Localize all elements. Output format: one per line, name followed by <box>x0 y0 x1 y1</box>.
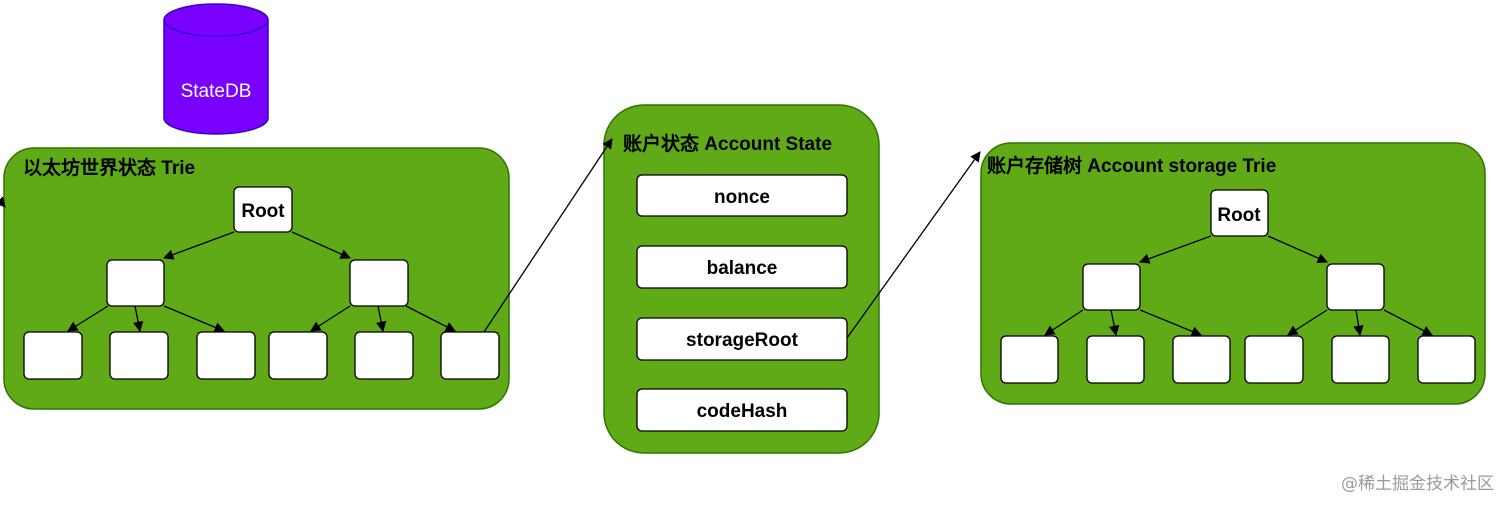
world-leaf-node <box>196 331 256 380</box>
world-leaf-node <box>440 331 500 380</box>
field-label-codehash: codeHash <box>697 401 788 422</box>
arrow-leaf-to-account-state <box>483 138 613 333</box>
storage-leaf-node <box>1244 335 1304 384</box>
watermark-text: @稀土掘金技术社区 <box>1341 474 1494 494</box>
field-label-storageroot: storageRoot <box>686 330 799 351</box>
world-leaf-node <box>268 331 328 380</box>
storage-leaf-node <box>1331 335 1390 384</box>
incoming-arrow <box>0 196 6 208</box>
edge-left-to-leaf-3 <box>1139 309 1202 337</box>
edge-right-to-leaf-5 <box>376 305 387 333</box>
world-state-panel: 以太坊世界状态 Trie Root <box>3 147 510 410</box>
storage-branch-node-right <box>1326 263 1385 311</box>
account-state-panel: 账户状态 Account State nonce balance storage… <box>603 104 880 454</box>
edge-left-to-leaf-1 <box>1044 309 1084 336</box>
world-root-label: Root <box>241 201 285 222</box>
edge-right-to-leaf-6 <box>405 305 456 332</box>
edge-right-to-leaf-5 <box>1353 309 1364 337</box>
statedb-label: StateDB <box>181 81 252 102</box>
edge-left-to-leaf-2 <box>1109 309 1120 337</box>
edge-right-to-leaf-4 <box>310 305 351 332</box>
storage-root-node <box>1210 189 1269 237</box>
world-leaf-node <box>23 331 83 380</box>
edge-left-to-leaf-3 <box>163 305 225 333</box>
world-branch-node-right <box>349 259 409 307</box>
world-state-edges <box>67 231 456 333</box>
edge-right-to-leaf-6 <box>1383 309 1433 336</box>
account-state-title: 账户状态 Account State <box>623 132 832 155</box>
field-box-codehash <box>636 388 848 432</box>
field-label-nonce: nonce <box>714 187 770 208</box>
storage-trie-edges <box>1044 235 1433 337</box>
edge-root-to-left <box>1139 235 1212 264</box>
field-box-storageroot <box>636 317 848 361</box>
world-state-title: 以太坊世界状态 Trie <box>23 156 195 179</box>
field-label-balance: balance <box>707 258 778 279</box>
statedb-top <box>163 3 269 37</box>
world-root-node <box>233 186 293 233</box>
field-box-nonce <box>636 174 848 217</box>
edge-root-to-right <box>291 231 351 259</box>
storage-leaf-node <box>1000 335 1059 384</box>
field-box-balance <box>636 245 848 289</box>
edge-left-to-leaf-2 <box>133 305 144 333</box>
storage-trie-panel: 账户存储树 Account storage Trie Root <box>980 142 1486 405</box>
storage-leaf-node <box>1417 335 1476 384</box>
statedb-cylinder: StateDB <box>163 3 269 135</box>
edge-left-to-leaf-1 <box>67 305 109 332</box>
world-branch-node-left <box>106 259 165 307</box>
storage-leaf-node <box>1086 335 1145 384</box>
edge-root-to-right <box>1267 235 1328 263</box>
storage-leaf-node <box>1172 335 1231 384</box>
storage-root-label: Root <box>1217 205 1261 226</box>
storage-trie-title: 账户存储树 Account storage Trie <box>987 154 1276 177</box>
edge-right-to-leaf-4 <box>1287 309 1328 336</box>
world-leaf-node <box>354 331 414 380</box>
statedb-body <box>163 20 269 135</box>
storage-branch-node-left <box>1082 263 1141 311</box>
edge-root-to-left <box>163 231 235 260</box>
world-leaf-node <box>109 331 169 380</box>
arrow-storageroot-to-storage-trie <box>846 151 981 339</box>
